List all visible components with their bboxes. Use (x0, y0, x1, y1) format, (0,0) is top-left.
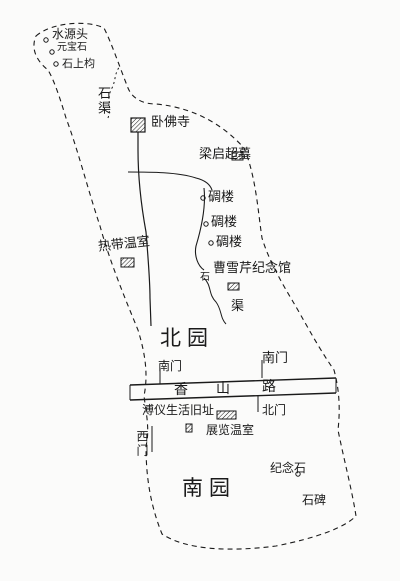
label-shishangjing: 石上枃 (62, 57, 95, 70)
tomb-marker (231, 151, 244, 161)
point-marker (43, 37, 49, 43)
label-bei-lou-2: 碉楼 (211, 215, 238, 230)
point-marker (49, 49, 55, 55)
label-shiqu: 石渠 (95, 86, 110, 116)
label-bei-lou-1: 碉楼 (208, 190, 235, 205)
label-north-garden: 北园 (160, 326, 214, 350)
label-caoxueqin-jinianguan: 曹雪芹纪念馆 (213, 261, 292, 276)
label-qu-near-museum: 渠 (231, 299, 245, 314)
exhibition-greenhouse-marker (216, 410, 237, 420)
tropical-greenhouse-marker (120, 257, 135, 268)
label-zhanlan-wenshi: 展览温室 (206, 423, 255, 437)
point-marker (203, 221, 209, 227)
label-nanmen-west: 南门 (158, 359, 183, 373)
label-nanmen-east: 南门 (262, 351, 289, 366)
label-jinianshi: 纪念石 (270, 461, 307, 475)
label-shi-prefix: 石 (200, 272, 210, 283)
main-path (137, 132, 152, 327)
wofo-temple-marker (130, 117, 146, 133)
point-marker (208, 240, 214, 246)
label-ximen: 西门 (135, 430, 149, 458)
point-marker (200, 195, 206, 201)
park-boundary (33, 22, 357, 550)
road-char-2: 山 (216, 381, 230, 397)
point-marker (295, 471, 301, 477)
puyi-residence-marker (185, 423, 193, 433)
label-yuanbaoshi: 元宝石 (57, 42, 87, 53)
water-channel-upper (107, 65, 121, 119)
road-char-3: 路 (262, 379, 276, 395)
road-edge-bottom (129, 392, 337, 401)
path-to-tomb (127, 171, 213, 191)
label-wofosi: 卧佛寺 (151, 115, 191, 130)
label-shuiyuantou: 水源头 (52, 27, 89, 41)
label-shibei: 石碑 (302, 493, 327, 507)
label-liangqichao-mu: 梁启超墓 (199, 147, 252, 162)
water-channel-lower (203, 277, 227, 325)
caoxueqin-museum-marker (227, 282, 240, 291)
label-puyi-residence: 溥仪生活旧址 (142, 403, 215, 417)
label-south-garden: 南园 (182, 476, 236, 500)
label-bei-lou-3: 碉楼 (216, 235, 243, 250)
point-marker (53, 61, 59, 67)
road-edge-top (129, 377, 337, 386)
label-beimen: 北门 (262, 403, 287, 417)
path-tower (194, 187, 206, 271)
road-char-1: 香 (174, 382, 188, 398)
